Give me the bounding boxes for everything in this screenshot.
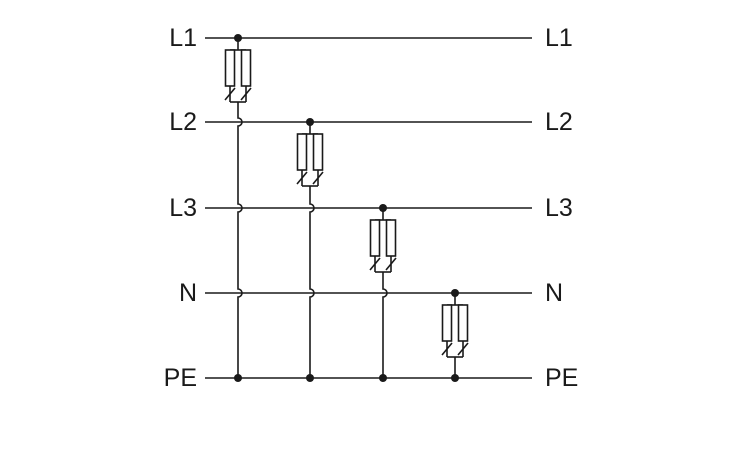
wire-with-hops	[237, 102, 243, 378]
label-right-L2: L2	[545, 108, 573, 136]
disconnector-slash-icon	[224, 87, 236, 101]
disconnector-slash-icon	[296, 171, 308, 185]
disconnector-slash-icon	[312, 171, 324, 185]
spd-branch-n	[441, 289, 469, 382]
left-labels: L1 L2 L3 N PE	[164, 24, 197, 392]
label-left-L2: L2	[169, 108, 197, 136]
label-left-L3: L3	[169, 194, 197, 222]
surge-arrester-module-icon	[224, 49, 236, 87]
label-right-L1: L1	[545, 24, 573, 52]
disconnector-slash-icon	[441, 342, 453, 356]
junction-dot	[306, 374, 314, 382]
label-right-PE: PE	[545, 364, 578, 392]
junction-dot	[451, 374, 459, 382]
label-right-N: N	[545, 279, 563, 307]
surge-arrester-module-icon	[296, 133, 308, 171]
wire-with-hops	[382, 272, 388, 378]
label-left-L1: L1	[169, 24, 197, 52]
right-labels: L1 L2 L3 N PE	[545, 24, 578, 392]
junction-dot	[379, 374, 387, 382]
junction-dot	[234, 374, 242, 382]
surge-arrester-module-icon	[441, 304, 453, 342]
spd-branch-l1	[224, 34, 252, 382]
label-left-PE: PE	[164, 364, 197, 392]
surge-arrester-module-icon	[369, 219, 381, 257]
wire-with-hops	[309, 186, 315, 378]
spd-branch-l3	[369, 204, 397, 382]
disconnector-slash-icon	[385, 257, 397, 271]
label-left-N: N	[179, 279, 197, 307]
conductor-lines	[205, 37, 532, 379]
label-right-L3: L3	[545, 194, 573, 222]
disconnector-slash-icon	[240, 87, 252, 101]
surge-arrester-module-icon	[312, 133, 324, 171]
surge-arrester-module-icon	[240, 49, 252, 87]
surge-arrester-module-icon	[457, 304, 469, 342]
spd-branch-l2	[296, 118, 324, 382]
disconnector-slash-icon	[457, 342, 469, 356]
surge-arrester-module-icon	[385, 219, 397, 257]
disconnector-slash-icon	[369, 257, 381, 271]
